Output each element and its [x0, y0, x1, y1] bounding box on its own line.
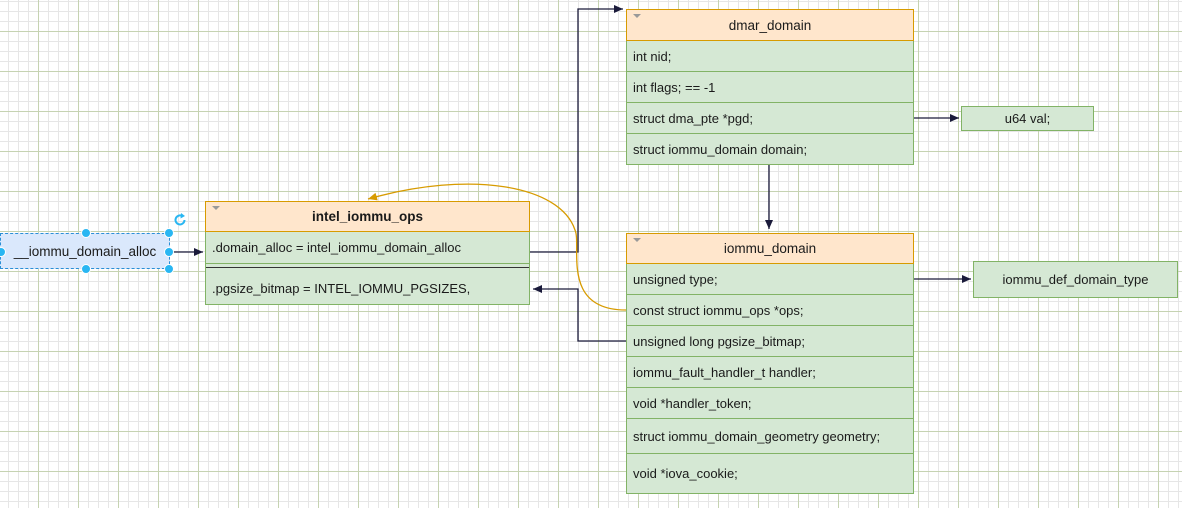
- dmar-domain-title: dmar_domain: [728, 17, 812, 33]
- u64-val-node[interactable]: u64 val;: [961, 106, 1094, 131]
- intel-iommu-ops-separator: [205, 264, 530, 272]
- dmar-domain-row-domain[interactable]: struct iommu_domain domain;: [626, 134, 914, 165]
- iommu-domain-row-pgsize-bitmap[interactable]: unsigned long pgsize_bitmap;: [626, 326, 914, 357]
- iommu-domain-title: iommu_domain: [723, 241, 817, 256]
- dmar-domain-table[interactable]: dmar_domain int nid; int flags; == -1 st…: [626, 9, 914, 165]
- intel-iommu-ops-row-domain-alloc[interactable]: .domain_alloc = intel_iommu_domain_alloc: [205, 232, 530, 264]
- u64-val-label: u64 val;: [1004, 111, 1051, 126]
- row-label: unsigned long pgsize_bitmap;: [633, 333, 806, 349]
- dmar-domain-row-flags[interactable]: int flags; == -1: [626, 72, 914, 103]
- iommu-domain-row-ops[interactable]: const struct iommu_ops *ops;: [626, 295, 914, 326]
- edge-domain-alloc-to-dmar[interactable]: [530, 5, 623, 253]
- edge-ops-to-intel-iommu-ops[interactable]: [367, 183, 627, 311]
- row-label: void *iova_cookie;: [633, 466, 738, 481]
- row-label: const struct iommu_ops *ops;: [633, 302, 804, 318]
- resize-handle-top-right[interactable]: [164, 228, 174, 238]
- intel-iommu-ops-header[interactable]: intel_iommu_ops: [205, 201, 530, 232]
- dmar-domain-header[interactable]: dmar_domain: [626, 9, 914, 41]
- intel-iommu-ops-table[interactable]: intel_iommu_ops .domain_alloc = intel_io…: [205, 201, 530, 305]
- iommu-domain-row-iova-cookie[interactable]: void *iova_cookie;: [626, 454, 914, 494]
- iommu-domain-header[interactable]: iommu_domain: [626, 233, 914, 264]
- collapse-caret-icon[interactable]: [633, 238, 641, 242]
- row-label: void *handler_token;: [633, 395, 752, 411]
- iommu-domain-alloc-label: __iommu_domain_alloc: [13, 243, 157, 259]
- resize-handle-bottom-right[interactable]: [164, 264, 174, 274]
- iommu-domain-row-type[interactable]: unsigned type;: [626, 264, 914, 295]
- iommu-def-domain-type-label: iommu_def_domain_type: [1002, 272, 1149, 287]
- collapse-caret-icon[interactable]: [212, 206, 220, 210]
- dmar-domain-row-nid[interactable]: int nid;: [626, 41, 914, 72]
- iommu-domain-row-geometry[interactable]: struct iommu_domain_geometry geometry;: [626, 419, 914, 454]
- iommu-domain-alloc-node[interactable]: __iommu_domain_alloc: [0, 233, 170, 269]
- resize-handle-bottom-center[interactable]: [81, 264, 91, 274]
- dmar-domain-row-pgd[interactable]: struct dma_pte *pgd;: [626, 103, 914, 134]
- row-label: struct iommu_domain domain;: [633, 141, 808, 157]
- iommu-domain-row-handler[interactable]: iommu_fault_handler_t handler;: [626, 357, 914, 388]
- resize-handle-right-middle[interactable]: [164, 247, 174, 257]
- iommu-def-domain-type-node[interactable]: iommu_def_domain_type: [973, 261, 1178, 298]
- resize-handle-left-middle[interactable]: [0, 247, 6, 257]
- row-label: .pgsize_bitmap = INTEL_IOMMU_PGSIZES,: [212, 280, 471, 296]
- edge-pgsize-bitmap-to-ops[interactable]: [533, 285, 626, 342]
- intel-iommu-ops-title: intel_iommu_ops: [311, 209, 424, 224]
- resize-handle-top-center[interactable]: [81, 228, 91, 238]
- collapse-caret-icon[interactable]: [633, 14, 641, 18]
- row-label: struct dma_pte *pgd;: [633, 110, 753, 126]
- row-label: struct iommu_domain_geometry geometry;: [633, 428, 881, 444]
- row-label: iommu_fault_handler_t handler;: [633, 364, 816, 380]
- intel-iommu-ops-row-pgsize-bitmap[interactable]: .pgsize_bitmap = INTEL_IOMMU_PGSIZES,: [205, 272, 530, 305]
- row-label: .domain_alloc = intel_iommu_domain_alloc: [212, 240, 461, 255]
- row-label: int nid;: [633, 48, 672, 64]
- rotate-icon[interactable]: [172, 212, 188, 228]
- iommu-domain-table[interactable]: iommu_domain unsigned type; const struct…: [626, 233, 914, 494]
- row-label: int flags; == -1: [633, 79, 716, 95]
- iommu-domain-row-handler-token[interactable]: void *handler_token;: [626, 388, 914, 419]
- row-label: unsigned type;: [633, 271, 718, 287]
